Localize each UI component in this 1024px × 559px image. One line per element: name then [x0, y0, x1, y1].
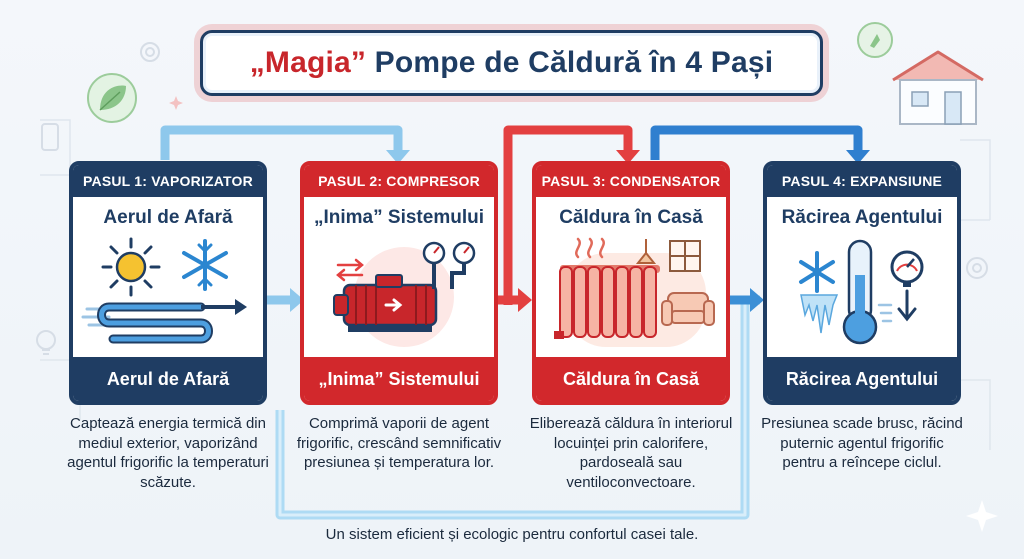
- sun-icon: [101, 237, 161, 297]
- pressure-gauge-icon: [422, 241, 476, 289]
- arrow-down-icon: [897, 289, 917, 322]
- step-footer: Aerul de Afară: [73, 357, 263, 401]
- compressor-illustration: [333, 241, 476, 347]
- step-header: PASUL 4: EXPANSIUNE: [767, 165, 957, 197]
- armchair-icon: [661, 292, 715, 326]
- step-subtitle: Căldura în Casă: [559, 207, 703, 228]
- step-card-2: PASUL 2: COMPRESOR „Inima” Sistemului „: [300, 161, 498, 405]
- step-description: Presiunea scade brusc, răcind puternic a…: [761, 415, 963, 471]
- snowflake-icon: [182, 239, 228, 291]
- heat-waves-icon: [575, 237, 605, 259]
- step-header: PASUL 1: VAPORIZATOR: [73, 165, 263, 197]
- step-header: PASUL 3: CONDENSATOR: [536, 165, 726, 197]
- step-subtitle: „Inima” Sistemului: [314, 207, 484, 228]
- step-footer: Căldura în Casă: [536, 357, 726, 401]
- lamp-icon: [635, 239, 657, 264]
- condenser-illustration: [554, 237, 715, 347]
- step-subtitle: Răcirea Agentului: [781, 207, 943, 228]
- evaporator-illustration: [81, 237, 247, 344]
- arrow-step1-to-step2-top: [160, 125, 403, 160]
- window-icon: [669, 240, 701, 272]
- page-title: „Magia” Pompe de Căldură în 4 Pași: [249, 46, 774, 79]
- step-description: Eliberează căldura în interiorul locuinț…: [529, 415, 733, 491]
- step-description: Comprimă vaporii de agent frigorific, cr…: [296, 415, 502, 471]
- house-icon: [892, 50, 984, 125]
- step-card-1: PASUL 1: VAPORIZATOR Aerul de Afară: [69, 161, 267, 405]
- pressure-gauge-icon: [890, 250, 924, 287]
- eco-badge-icon: [857, 22, 893, 58]
- exchange-arrows-icon: [336, 258, 364, 282]
- step-footer: „Inima” Sistemului: [304, 357, 494, 401]
- arrow-step3-to-step4-top: [650, 125, 863, 160]
- arrow-right-icon: [201, 299, 247, 315]
- step-footer: Răcirea Agentului: [767, 357, 957, 401]
- lightbulb-icon: [36, 330, 56, 355]
- thermometer-icon: [842, 239, 878, 345]
- compressor-icon: [333, 274, 438, 332]
- step-description: Captează energia termică din mediul exte…: [67, 415, 269, 491]
- leaf-icon: [87, 73, 137, 123]
- footer-tagline: Un sistem eficient și ecologic pentru co…: [325, 526, 699, 543]
- arrow-step2-to-step3-top: [503, 125, 633, 305]
- step-header: PASUL 2: COMPRESOR: [304, 165, 494, 197]
- title-banner: „Magia” Pompe de Căldură în 4 Pași: [200, 30, 823, 96]
- step-card-3: PASUL 3: CONDENSATOR Căldura în Casă: [532, 161, 730, 405]
- icicles-icon: [800, 294, 839, 334]
- step-subtitle: Aerul de Afară: [103, 207, 233, 228]
- radiator-icon: [554, 265, 660, 339]
- step-card-4: PASUL 4: EXPANSIUNE Răcirea Agentului Ră…: [763, 161, 961, 405]
- gear-icon: [140, 42, 988, 279]
- battery-icon: [41, 123, 59, 151]
- wind-icon: [877, 303, 893, 323]
- snowflake-icon: [799, 251, 835, 293]
- expansion-illustration: [799, 239, 924, 345]
